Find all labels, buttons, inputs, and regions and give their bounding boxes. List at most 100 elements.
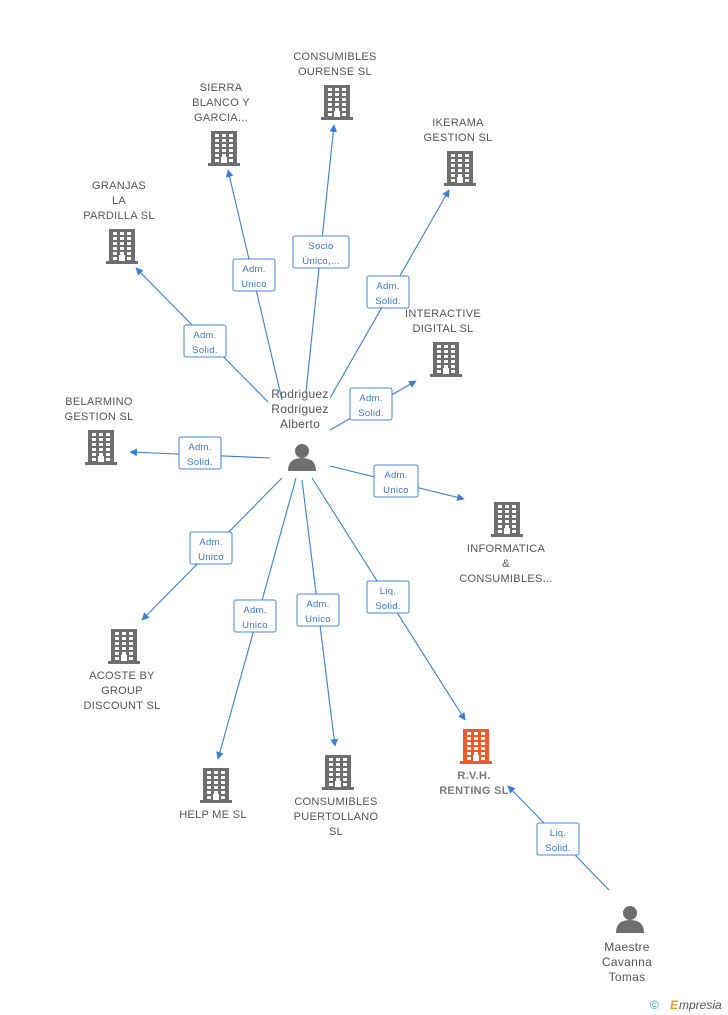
node-label: Cavanna: [602, 955, 652, 969]
node-label: Maestre: [604, 940, 649, 954]
edge-label-text: Liq.: [550, 828, 567, 839]
edge-label-text: Único,...: [302, 256, 340, 267]
node-label: Rodriguez: [271, 387, 328, 401]
edge-label-box: [366, 580, 410, 614]
node-label: SIERRA: [200, 82, 243, 94]
edge-label-text: Unico: [383, 485, 409, 496]
node-belarmino[interactable]: BELARMINO GESTION SL: [64, 396, 133, 465]
node-label: IKERAMA: [432, 117, 484, 129]
node-label: PUERTOLLANO: [294, 811, 379, 823]
edge-label-box: [183, 324, 227, 358]
node-informatica[interactable]: INFORMATICA & CONSUMIBLES...: [459, 502, 552, 585]
node-label: DISCOUNT SL: [83, 700, 160, 712]
edge-label-rodriguez-consumibles_ourense[interactable]: SocioÚnico,...: [292, 235, 350, 269]
brand-logo-text: mpresia: [679, 998, 722, 1012]
node-label: RENTING SL: [439, 785, 509, 797]
edge-label-box: [189, 531, 233, 565]
edge-label-text: Adm.: [384, 470, 407, 481]
node-helpme[interactable]: HELP ME SL: [179, 768, 247, 821]
node-label: GESTION SL: [423, 132, 492, 144]
node-label: INTERACTIVE: [405, 308, 481, 320]
edge-label-rodriguez-rvh[interactable]: Liq.Solid.: [366, 580, 410, 614]
brand-logo-initial: E: [670, 998, 679, 1012]
building-icon: [208, 131, 240, 166]
building-icon: [85, 430, 117, 465]
building-icon: [460, 729, 492, 764]
edge-label-rodriguez-acoste[interactable]: Adm. Unico: [189, 531, 233, 565]
edge-label-rodriguez-belarmino[interactable]: Adm. Solid.: [178, 436, 222, 470]
building-icon: [430, 342, 462, 377]
edge-label-rodriguez-interactive[interactable]: Adm. Solid.: [349, 387, 393, 421]
edge-label-text: Adm.: [243, 605, 266, 616]
edge-label-box: [349, 387, 393, 421]
node-label: &: [502, 558, 510, 570]
node-label: Rodriguez: [271, 402, 328, 416]
node-label: Tomas: [609, 970, 646, 984]
node-ikerama[interactable]: IKERAMA GESTION SL: [423, 117, 492, 186]
node-label: LA: [112, 195, 126, 207]
edge-label-rodriguez-consumibles_puertollano[interactable]: Adm. Unico: [296, 593, 340, 627]
edge-label-rodriguez-informatica[interactable]: Adm. Unico: [373, 464, 419, 498]
building-icon: [321, 85, 353, 120]
node-rvh[interactable]: R.V.H. RENTING SL: [439, 729, 509, 797]
edge-label-text: Adm.: [188, 442, 211, 453]
edge-label-box: [292, 235, 350, 269]
node-acoste[interactable]: ACOSTE BY GROUP DISCOUNT SL: [83, 629, 160, 712]
building-icon: [106, 229, 138, 264]
copyright-symbol: ©: [650, 998, 659, 1012]
edge-label-rodriguez-sierra_blanco[interactable]: Adm. Unico: [232, 258, 276, 292]
edge-label-maestre-rvh[interactable]: Liq. Solid.: [536, 822, 580, 856]
edge-label-box: [233, 599, 277, 633]
edge-label-text: Adm.: [193, 330, 216, 341]
person-icon: [616, 906, 644, 933]
node-label: R.V.H.: [457, 770, 490, 782]
node-label: CONSUMIBLES: [293, 51, 376, 63]
building-icon: [491, 502, 523, 537]
building-icon: [108, 629, 140, 664]
node-label: Alberto: [280, 417, 320, 431]
edge-label-box: [536, 822, 580, 856]
edge-label-box: [232, 258, 276, 292]
edge-label-text: Adm.: [306, 599, 329, 610]
edge-label-text: Solid.: [375, 296, 401, 307]
edge-label-text: Solid.: [545, 843, 571, 854]
edges-layer: [129, 124, 610, 891]
building-icon: [322, 755, 354, 790]
edge-label-rodriguez-ikerama[interactable]: Adm. Solid.: [366, 275, 410, 309]
edge-label-text: Adm.: [242, 264, 265, 275]
node-consumibles_puertollano[interactable]: CONSUMIBLES PUERTOLLANO SL: [294, 755, 379, 838]
node-label: SL: [329, 826, 343, 838]
node-label: ACOSTE BY: [89, 670, 155, 682]
footer: © E mpresia: [650, 998, 722, 1012]
edge-label-text: Adm.: [359, 393, 382, 404]
node-label: GROUP: [101, 685, 143, 697]
edge-label-text: Adm.: [376, 281, 399, 292]
edge-label-rodriguez-helpme[interactable]: Adm. Unico: [233, 599, 277, 633]
node-label: CONSUMIBLES: [294, 796, 377, 808]
edge-label-text: Adm.: [199, 537, 222, 548]
node-label: CONSUMIBLES...: [459, 573, 552, 585]
edge-label-text: Unico: [198, 552, 224, 563]
edge-label-text: Solid.: [187, 457, 213, 468]
edge-label-text: Unico: [241, 279, 267, 290]
edge-label-box: [366, 275, 410, 309]
node-label: BLANCO Y: [192, 97, 250, 109]
building-icon: [200, 768, 232, 803]
edge-label-text: Unico: [242, 620, 268, 631]
edge-label-text: Unico: [305, 614, 331, 625]
edge-label-box: [373, 464, 419, 498]
node-label: BELARMINO: [65, 396, 133, 408]
edge-label-text: Solid.: [358, 408, 384, 419]
node-label: INFORMATICA: [467, 543, 546, 555]
node-label: GESTION SL: [64, 411, 133, 423]
edge-label-text: Solid.: [192, 345, 218, 356]
edge-label-rodriguez-granjas[interactable]: Adm. Solid.: [183, 324, 227, 358]
